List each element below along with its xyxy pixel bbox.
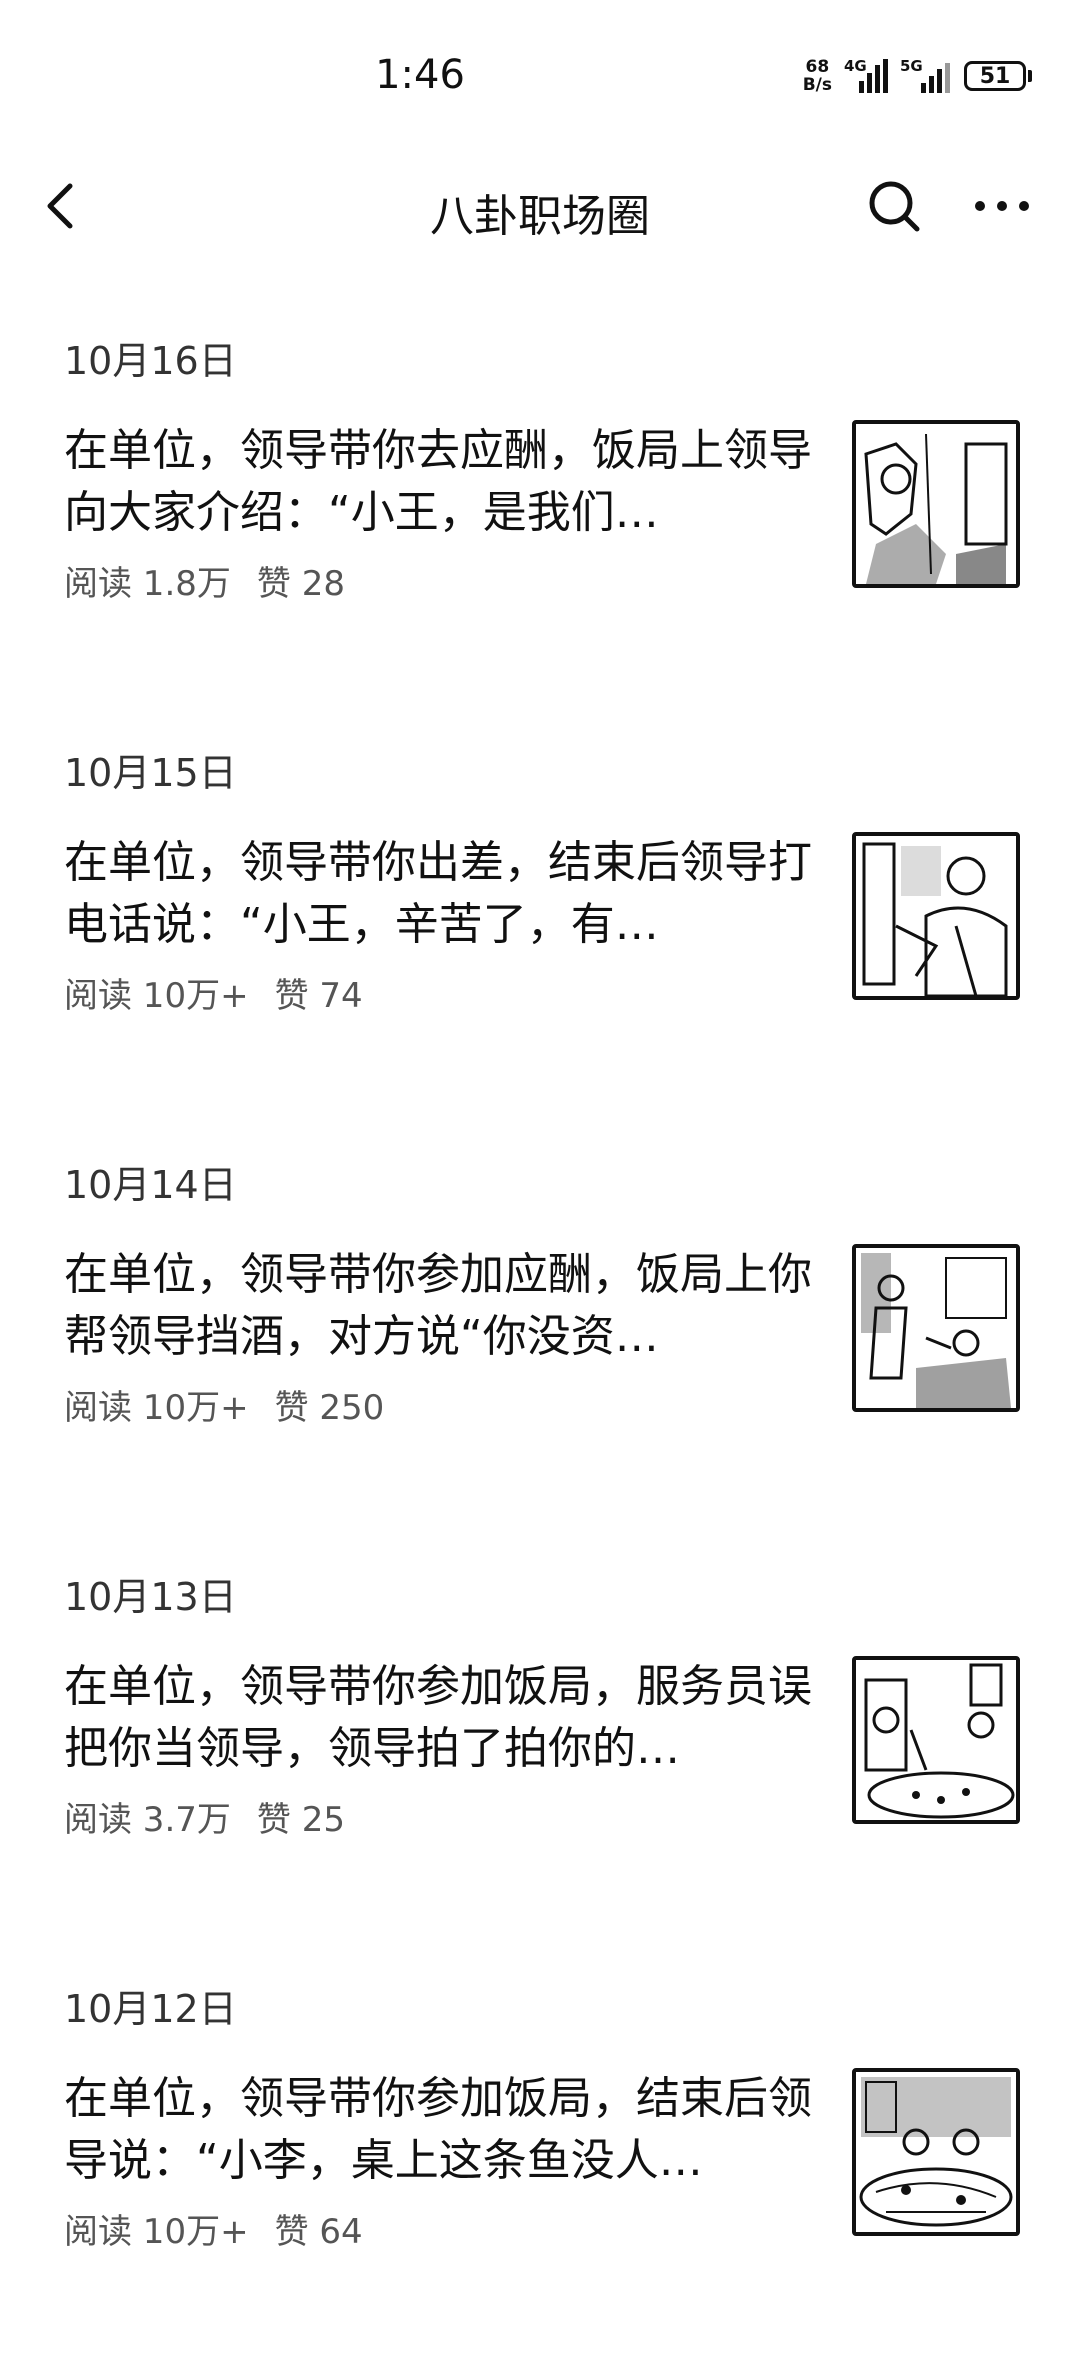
signal-4g-label: 4G	[844, 57, 867, 75]
article-reads: 阅读 10万+	[64, 976, 249, 1016]
battery-level: 51	[964, 61, 1026, 91]
network-speed-unit: B/s	[802, 75, 832, 95]
article-meta: 阅读 10万+ 赞 74	[64, 968, 363, 1017]
article-reads: 阅读 10万+	[64, 1388, 249, 1428]
article-reads: 阅读 3.7万	[64, 1800, 231, 1840]
article-link[interactable]: 在单位，领导带你参加饭局，结束后领导说：“小李，桌上这条鱼没人… 阅读 10万+…	[0, 2068, 1080, 2268]
article-likes: 赞 64	[274, 2212, 363, 2252]
status-time: 1:46	[375, 52, 465, 98]
article-likes: 赞 28	[256, 564, 345, 604]
article-item: 10月14日 在单位，领导带你参加应酬，饭局上你帮领导挡酒，对方说“你没资… 阅…	[0, 1084, 1080, 1504]
search-button[interactable]	[862, 174, 926, 238]
article-link[interactable]: 在单位，领导带你去应酬，饭局上领导向大家介绍：“小王，是我们… 阅读 1.8万 …	[0, 420, 1080, 620]
article-meta: 阅读 10万+ 赞 250	[64, 1380, 384, 1429]
status-bar: 1:46 68 B/s 4G 5G 51	[0, 0, 1080, 150]
article-date: 10月13日	[64, 1575, 237, 1619]
article-likes: 赞 74	[274, 976, 363, 1016]
article-thumbnail	[852, 420, 1020, 588]
signal-5g-icon: 5G	[900, 57, 950, 93]
article-link[interactable]: 在单位，领导带你参加应酬，饭局上你帮领导挡酒，对方说“你没资… 阅读 10万+ …	[0, 1244, 1080, 1444]
signal-4g-icon: 4G	[844, 57, 888, 93]
back-button[interactable]	[30, 176, 90, 236]
article-title: 在单位，领导带你参加饭局，结束后领导说：“小李，桌上这条鱼没人…	[64, 2073, 812, 2186]
article-date: 10月12日	[64, 1987, 237, 2031]
article-thumbnail	[852, 2068, 1020, 2236]
nav-bar: 八卦职场圈	[0, 150, 1080, 260]
page-title: 八卦职场圈	[430, 191, 650, 242]
network-speed: 68 B/s	[803, 58, 832, 94]
article-date: 10月14日	[64, 1163, 237, 1207]
article-title: 在单位，领导带你去应酬，饭局上领导向大家介绍：“小王，是我们…	[64, 425, 812, 538]
article-reads: 阅读 10万+	[64, 2212, 249, 2252]
battery-icon: 51	[964, 61, 1032, 91]
article-thumbnail	[852, 1656, 1020, 1824]
article-thumbnail	[852, 1244, 1020, 1412]
article-title: 在单位，领导带你参加应酬，饭局上你帮领导挡酒，对方说“你没资…	[64, 1249, 812, 1362]
article-meta: 阅读 1.8万 赞 28	[64, 556, 345, 605]
status-icons: 68 B/s 4G 5G 51	[803, 57, 1032, 94]
article-thumbnail	[852, 832, 1020, 1000]
article-link[interactable]: 在单位，领导带你出差，结束后领导打电话说：“小王，辛苦了，有… 阅读 10万+ …	[0, 832, 1080, 1032]
signal-5g-label: 5G	[900, 57, 923, 75]
article-item: 10月16日 在单位，领导带你去应酬，饭局上领导向大家介绍：“小王，是我们… 阅…	[0, 260, 1080, 680]
search-icon	[869, 181, 920, 232]
article-item: 10月15日 在单位，领导带你出差，结束后领导打电话说：“小王，辛苦了，有… 阅…	[0, 672, 1080, 1092]
article-title: 在单位，领导带你出差，结束后领导打电话说：“小王，辛苦了，有…	[64, 837, 812, 950]
article-meta: 阅读 3.7万 赞 25	[64, 1792, 345, 1841]
article-meta: 阅读 10万+ 赞 64	[64, 2204, 363, 2253]
network-speed-value: 68	[805, 57, 830, 77]
article-item: 10月13日 在单位，领导带你参加饭局，服务员误把你当领导，领导拍了拍你的… 阅…	[0, 1496, 1080, 1916]
article-date: 10月16日	[64, 339, 237, 383]
more-button[interactable]	[962, 174, 1042, 238]
article-date: 10月15日	[64, 751, 237, 795]
article-title: 在单位，领导带你参加饭局，服务员误把你当领导，领导拍了拍你的…	[64, 1661, 812, 1774]
article-link[interactable]: 在单位，领导带你参加饭局，服务员误把你当领导，领导拍了拍你的… 阅读 3.7万 …	[0, 1656, 1080, 1856]
article-reads: 阅读 1.8万	[64, 564, 231, 604]
article-likes: 赞 25	[256, 1800, 345, 1840]
article-item: 10月12日 在单位，领导带你参加饭局，结束后领导说：“小李，桌上这条鱼没人… …	[0, 1908, 1080, 2328]
article-likes: 赞 250	[274, 1388, 385, 1428]
more-horizontal-icon	[975, 201, 1029, 211]
chevron-left-icon	[47, 183, 73, 229]
